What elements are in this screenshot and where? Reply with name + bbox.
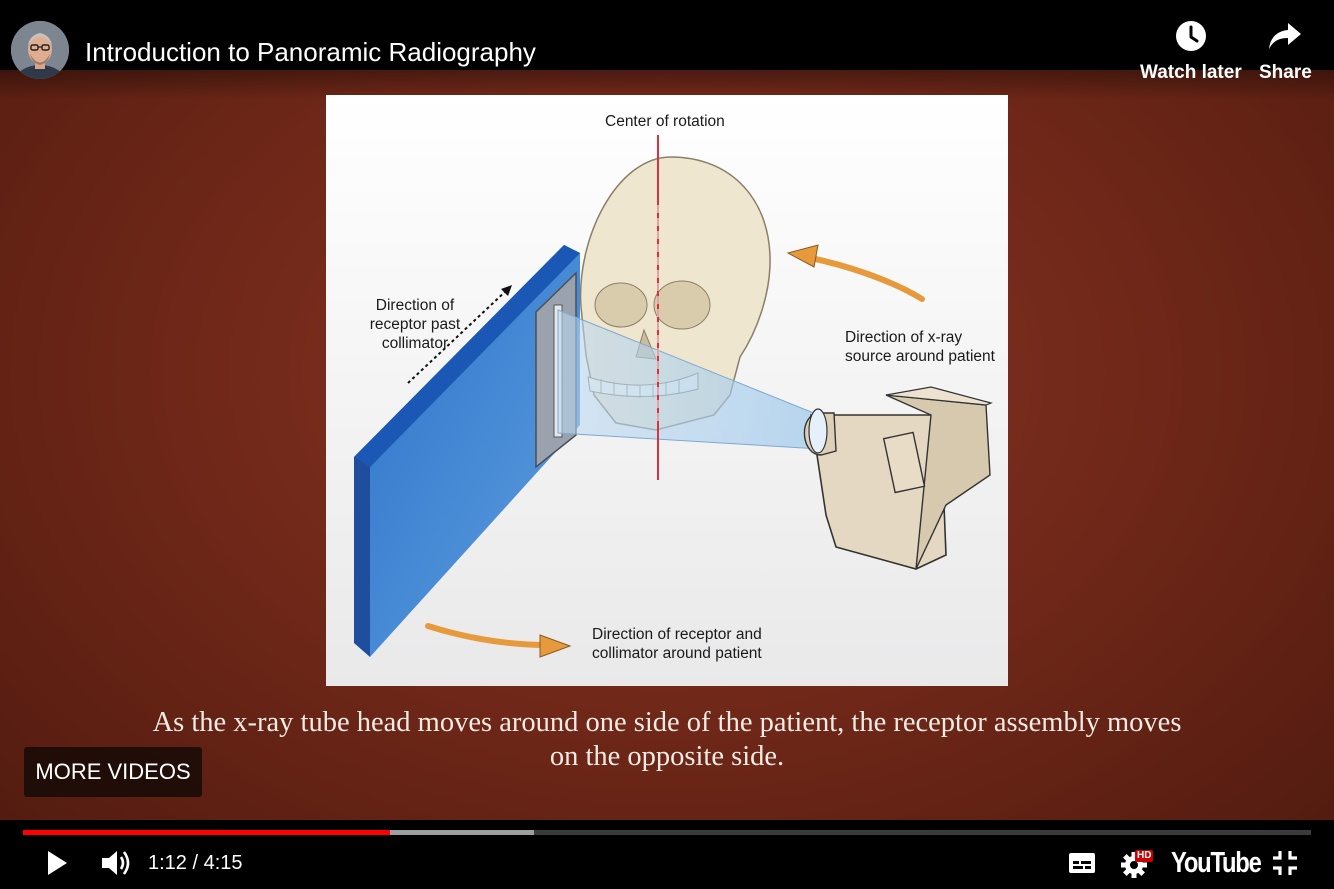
subtitles-button[interactable] xyxy=(1064,848,1100,878)
subtitles-icon xyxy=(1068,852,1096,874)
volume-icon xyxy=(100,848,132,878)
watch-later-button[interactable]: Watch later xyxy=(1140,16,1242,84)
share-button[interactable]: Share xyxy=(1259,16,1312,84)
slide-caption: As the x-ray tube head moves around one … xyxy=(150,706,1184,774)
center-of-rotation-label: Center of rotation xyxy=(605,112,725,131)
progress-played xyxy=(23,830,390,835)
panoramic-diagram xyxy=(326,95,1008,686)
progress-bar[interactable] xyxy=(23,830,1311,835)
share-label: Share xyxy=(1259,62,1312,84)
play-button[interactable] xyxy=(40,846,74,880)
video-title[interactable]: Introduction to Panoramic Radiography xyxy=(85,36,536,68)
youtube-logo[interactable]: YouTube xyxy=(1171,845,1261,881)
watch-later-label: Watch later xyxy=(1140,62,1242,84)
receptor-direction-label: Direction of receptor past collimator xyxy=(349,296,481,353)
share-arrow-icon xyxy=(1259,16,1312,56)
exit-fullscreen-button[interactable] xyxy=(1268,846,1302,880)
hd-badge: HD xyxy=(1135,850,1153,862)
clock-icon xyxy=(1140,16,1242,56)
volume-button[interactable] xyxy=(98,845,134,881)
channel-avatar[interactable] xyxy=(11,21,69,79)
time-display: 1:12 / 4:15 xyxy=(148,850,243,876)
bottom-direction-label: Direction of receptor and collimator aro… xyxy=(592,625,762,663)
more-videos-button[interactable]: MORE VIDEOS xyxy=(24,747,202,797)
slide-figure: Center of rotation Direction of receptor… xyxy=(326,95,1008,686)
exit-fullscreen-icon xyxy=(1272,850,1298,876)
source-direction-label: Direction of x-ray source around patient xyxy=(845,328,995,366)
settings-button[interactable]: HD xyxy=(1118,845,1158,881)
play-icon xyxy=(45,850,69,876)
